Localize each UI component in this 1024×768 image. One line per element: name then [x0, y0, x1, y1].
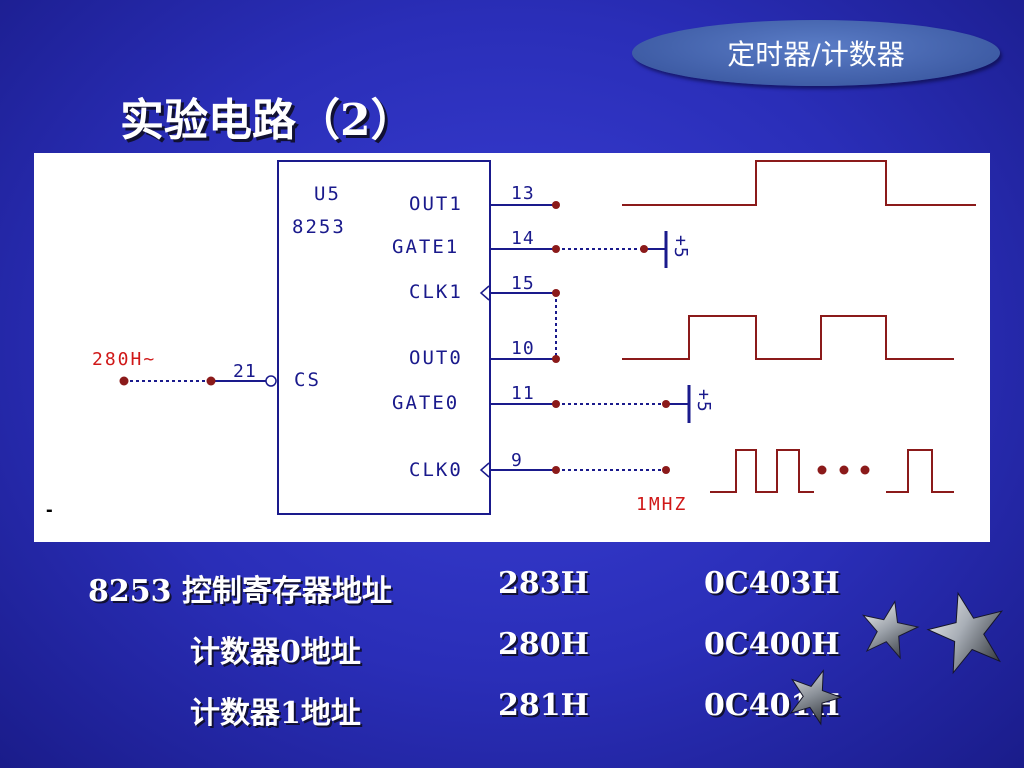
cs-bubble: [265, 375, 277, 387]
pin-out1-label: OUT1: [409, 193, 463, 215]
table-row-addr-1: 280H: [498, 627, 589, 662]
circuit-diagram: U5 8253 OUT1 GATE1 CLK1 OUT0 GATE0 CLK0 …: [34, 153, 990, 542]
table-row-name-2: 计数器1地址: [190, 696, 361, 731]
chip-body: [277, 160, 491, 515]
out1-waveform: [622, 160, 976, 206]
star-icon: [926, 591, 1004, 675]
waveforms: [622, 160, 976, 493]
supply-label-0: +5: [693, 389, 714, 413]
table-row-name-1: 计数器0地址: [190, 635, 361, 670]
clk0-waveform-a: [710, 449, 814, 493]
pin-gate1-label: GATE1: [392, 236, 459, 258]
pin-num-gate1: 14: [511, 228, 535, 249]
pin-cs-label: CS: [294, 369, 321, 391]
pin-num-out0: 10: [511, 338, 535, 359]
table-row-addr-0: 283H: [498, 566, 589, 601]
cs-address-label: 280H~: [92, 349, 156, 370]
table-row-addr-2: 281H: [498, 688, 589, 723]
chip-ref: U5: [314, 183, 341, 205]
pin-wires: [211, 204, 691, 471]
ellipsis-dots: [817, 465, 870, 475]
chip-part: 8253: [292, 216, 346, 238]
star-icon: [789, 669, 842, 726]
clock-source-label: 1MHZ: [636, 494, 687, 515]
pin-clk1-label: CLK1: [409, 281, 463, 303]
star-icon: [861, 600, 920, 660]
marker-dash: -: [46, 499, 53, 521]
table-row-alt-0: 0C403H: [704, 566, 840, 601]
topic-badge: 定时器/计数器: [632, 20, 1000, 86]
clk0-mark: [479, 462, 490, 478]
dotted-wires: [124, 248, 666, 471]
topic-label: 定时器/计数器: [727, 38, 905, 71]
supply-label-1: +5: [670, 235, 691, 259]
pin-num-gate0: 11: [511, 383, 535, 404]
pin-num-clk0: 9: [511, 450, 523, 471]
pin-num-clk1: 15: [511, 273, 535, 294]
table-row-alt-1: 0C400H: [704, 627, 840, 662]
out0-waveform: [622, 315, 954, 360]
pin-gate0-label: GATE0: [392, 392, 459, 414]
pin-num-out1: 13: [511, 183, 535, 204]
junction-dots: [119, 201, 670, 474]
clk1-mark: [479, 285, 490, 301]
table-row-name-0: 8253 控制寄存器地址: [88, 574, 392, 609]
pin-num-cs: 21: [233, 361, 257, 382]
pin-clk0-label: CLK0: [409, 459, 463, 481]
clk0-waveform-b: [886, 449, 954, 493]
slide-title: 实验电路（2）: [120, 95, 415, 146]
pin-out0-label: OUT0: [409, 347, 463, 369]
